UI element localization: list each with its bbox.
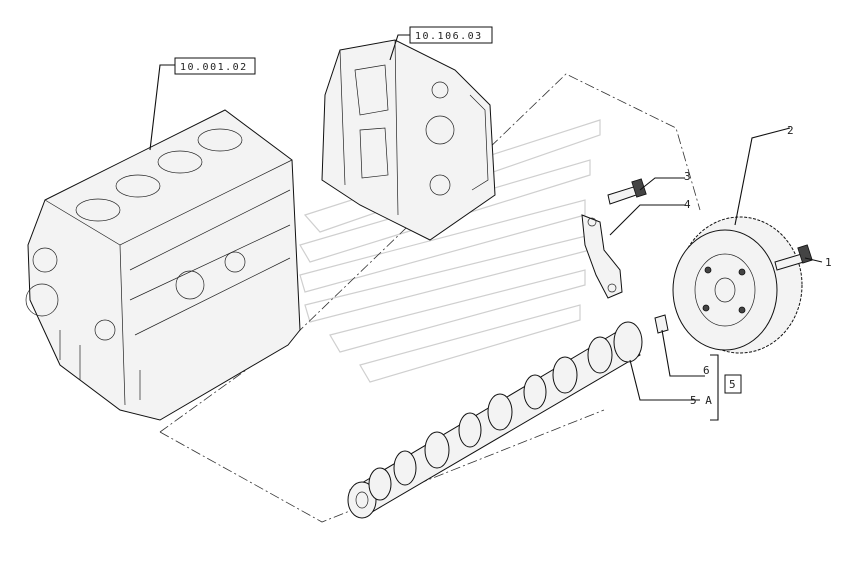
thrust-plate-part	[581, 214, 623, 299]
callout-kit-box: 5	[724, 374, 742, 394]
reference-timing-cover-text: 10.106.03	[415, 31, 483, 42]
callout-pin: 6	[703, 364, 711, 377]
callout-camshaft: 5 A	[690, 394, 713, 407]
callout-camshaft-gear: 2	[787, 124, 795, 137]
callout-bolt-gear: 1	[825, 256, 833, 269]
reference-engine-block-text: 10.001.02	[180, 62, 248, 73]
timing-cover	[321, 39, 496, 241]
callout-bolt-plate: 3	[684, 170, 692, 183]
bolt-plate-part	[607, 178, 647, 205]
pin-part	[654, 314, 669, 334]
callout-kit-text: 5	[729, 378, 737, 391]
engine-block	[25, 109, 301, 421]
camshaft-gear-part	[672, 216, 803, 354]
callout-thrust-plate: 4	[684, 198, 692, 211]
leader-lines	[149, 34, 823, 421]
reference-timing-cover[interactable]: 10.106.03	[409, 26, 493, 44]
reference-engine-block[interactable]: 10.001.02	[174, 57, 256, 75]
camshaft-part	[347, 321, 643, 519]
